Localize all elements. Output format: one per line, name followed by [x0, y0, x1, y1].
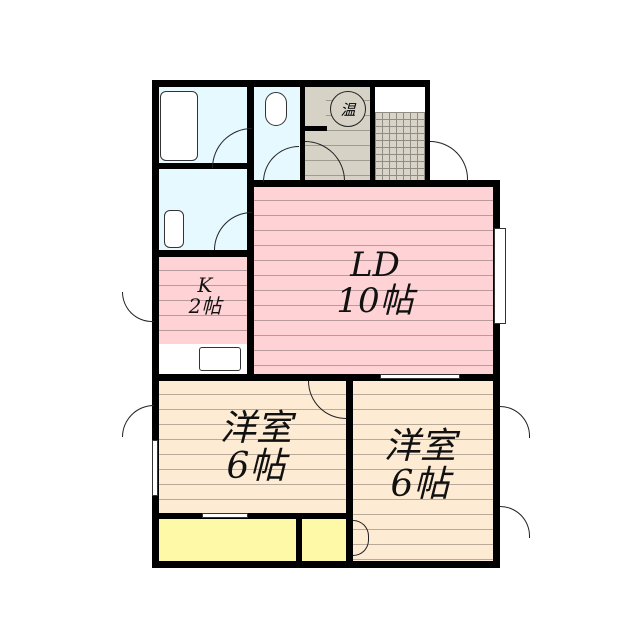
- western-left-exterior-door[interactable]: [122, 405, 154, 437]
- water-heater: 温: [330, 91, 366, 127]
- ld-room-name: LD: [350, 245, 400, 285]
- wall: [152, 80, 159, 568]
- kitchen-exterior-door[interactable]: [122, 292, 154, 322]
- wall: [152, 513, 352, 519]
- wall: [305, 126, 327, 131]
- western-left-room-name: 洋室: [219, 408, 292, 449]
- ld-room-size: 10帖: [336, 280, 414, 321]
- western-left-room-size: 6帖: [226, 445, 286, 487]
- wall: [425, 80, 430, 186]
- shoe-cabinet: [375, 86, 425, 112]
- western-right-room-size: 6帖: [390, 463, 450, 505]
- wall: [152, 80, 430, 87]
- kitchen: [158, 256, 253, 344]
- ld-room: [253, 186, 495, 376]
- kitchen-label: K 2帖: [170, 275, 240, 317]
- front-door[interactable]: [430, 141, 468, 181]
- western-left-label: 洋室 6帖: [196, 410, 316, 486]
- kitchen-room-name: K: [197, 273, 213, 297]
- toilet-bowl: [265, 92, 287, 126]
- wall: [152, 374, 500, 381]
- wall: [346, 374, 353, 568]
- western-room-right: [352, 380, 495, 562]
- wall: [296, 513, 302, 565]
- ld-label: LD 10帖: [310, 245, 440, 321]
- closet-left: [158, 518, 298, 562]
- ld-window: [494, 228, 506, 324]
- wall: [300, 80, 305, 186]
- ld-south-window: [380, 374, 460, 379]
- wall: [370, 80, 375, 186]
- bathtub: [160, 91, 198, 161]
- washbasin: [164, 210, 184, 248]
- closet-sliding-door[interactable]: [202, 513, 248, 518]
- water-heater-label: 温: [340, 100, 356, 119]
- western-right-exterior-door-2[interactable]: [500, 506, 530, 538]
- wall: [152, 163, 250, 169]
- western-right-exterior-door-1[interactable]: [500, 406, 530, 438]
- wall: [152, 250, 250, 257]
- western-right-room-name: 洋室: [383, 426, 456, 467]
- wall: [250, 180, 500, 187]
- wall: [152, 561, 500, 568]
- sink: [199, 347, 241, 371]
- storage-small-2: [304, 86, 326, 130]
- kitchen-room-size: 2帖: [188, 294, 222, 318]
- entrance-tile: [375, 112, 425, 182]
- western-right-label: 洋室 6帖: [360, 428, 480, 504]
- closet-right: [302, 518, 348, 562]
- western-left-window: [152, 440, 158, 496]
